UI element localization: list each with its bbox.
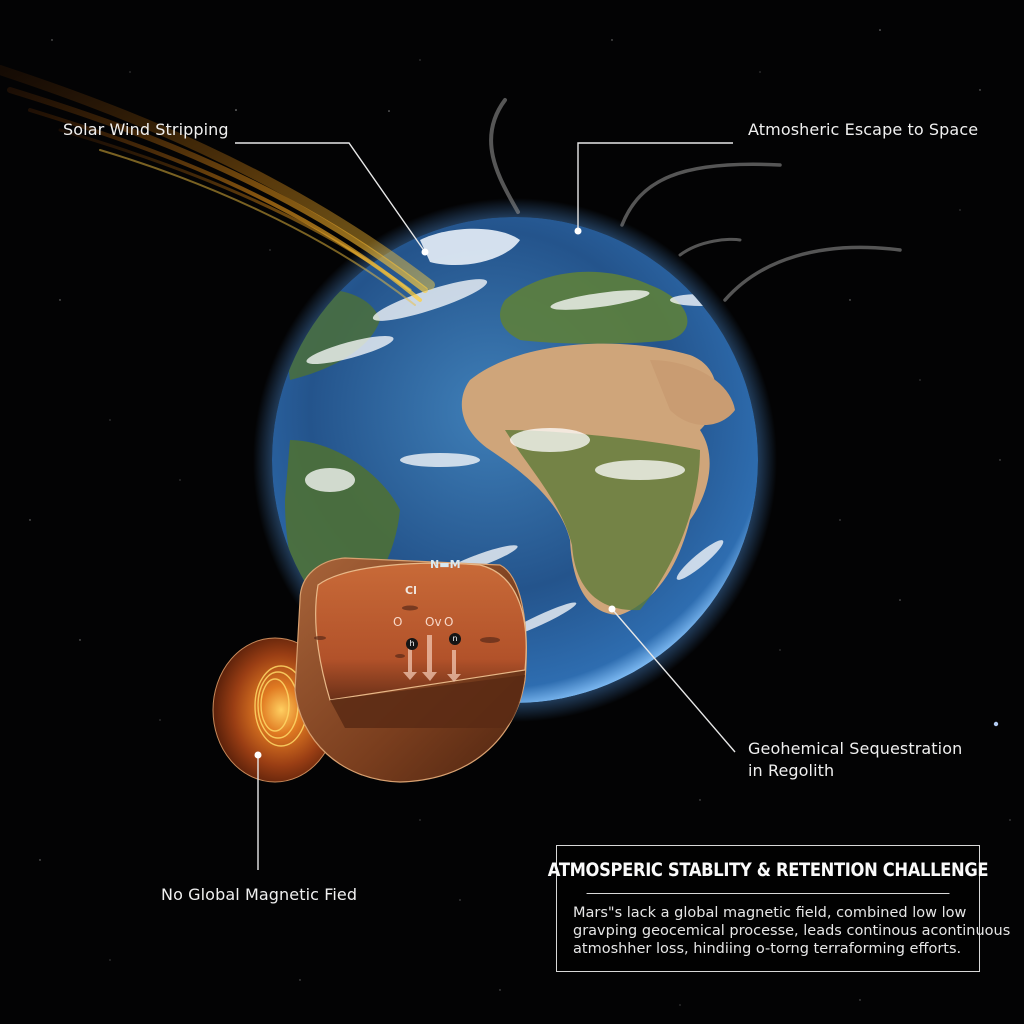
info-body-line2: gravping geocemical processe, leads cont… <box>573 923 1011 939</box>
ion-dot-right: n <box>449 633 461 645</box>
ion-symbol-o-left: O <box>393 615 403 629</box>
ion-symbol-cl: Cl <box>405 584 417 597</box>
ion-dot-left: h <box>406 638 418 650</box>
label-atmospheric-escape: Atmosheric Escape to Space <box>748 120 979 139</box>
info-panel: ATMOSPERIC STABLITY & RETENTION CHALLENG… <box>548 845 1011 972</box>
label-solar-wind-stripping: Solar Wind Stripping <box>63 120 229 139</box>
ion-symbol-ov: Ov <box>425 615 442 629</box>
info-panel-body: Mars"s lack a global magnetic field, com… <box>557 894 1011 958</box>
atmospheric-escape-wisps <box>489 98 902 302</box>
leader-lines <box>235 142 736 870</box>
label-geochemical-sequestration: Geohemical Sequestration in Regolith <box>748 738 962 782</box>
info-body-line1: Mars"s lack a global magnetic field, com… <box>573 905 967 921</box>
info-panel-title: ATMOSPERIC STABLITY & RETENTION CHALLENG… <box>548 846 989 894</box>
label-sequestration-line2: in Regolith <box>748 761 835 780</box>
ion-symbol-o-right: O <box>444 615 454 629</box>
ion-flow-arrows <box>403 635 461 682</box>
leader-dots <box>254 227 616 759</box>
label-no-magnetic-field: No Global Magnetic Fied <box>161 885 358 904</box>
ion-symbol-top: N▬M <box>430 558 461 571</box>
label-sequestration-line1: Geohemical Sequestration <box>748 739 963 758</box>
info-body-line3: atmoshher loss, hindiing o-torng terrafo… <box>573 941 962 957</box>
solar-wind-stream <box>0 65 435 306</box>
